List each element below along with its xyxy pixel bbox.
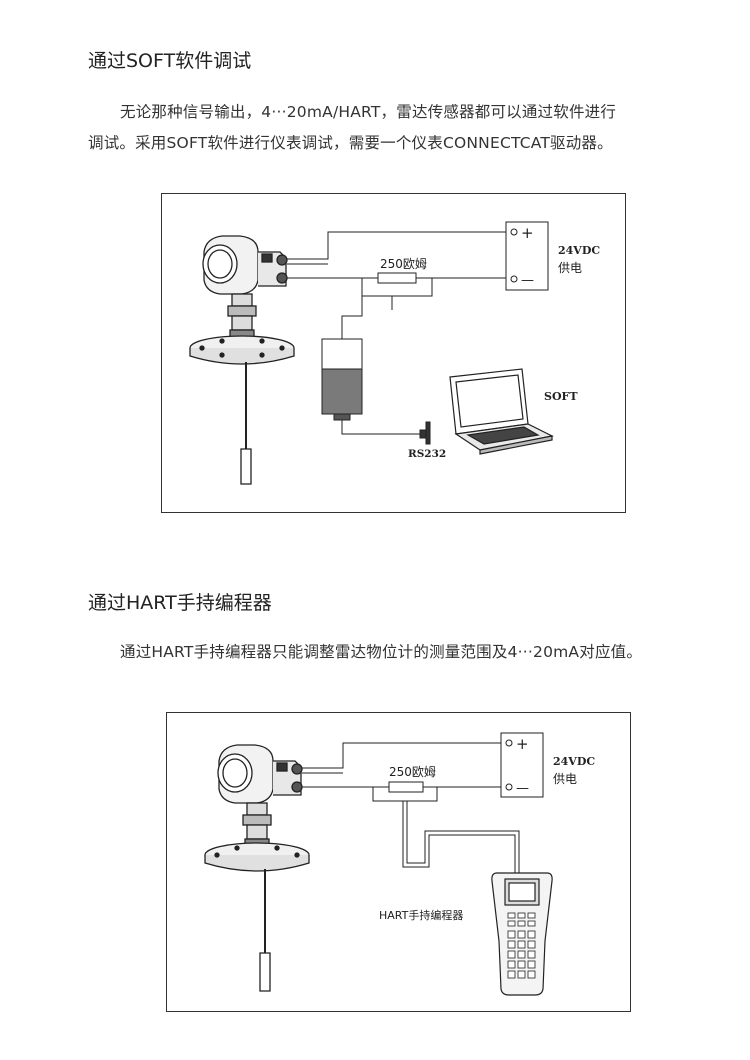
section-heading-soft: 通过SOFT软件调试 xyxy=(88,50,252,72)
plus-terminal-label: + xyxy=(521,224,534,242)
programmer-label: HART手持编程器 xyxy=(379,908,463,922)
hart-wiring-svg: 250欧姆 + — 24VDC 供电 HAR xyxy=(204,732,595,996)
section-heading-hart: 通过HART手持编程器 xyxy=(88,592,272,614)
loop-wiring xyxy=(287,231,509,435)
resistor-label: 250欧姆 xyxy=(389,765,436,779)
power-supply-label: 供电 xyxy=(553,772,577,786)
soft-wiring-svg: 250欧姆 + — 24VDC 供电 RS232 xyxy=(189,221,600,485)
connectcat-converter xyxy=(321,338,363,421)
software-label: SOFT xyxy=(544,390,578,403)
radar-level-transmitter xyxy=(204,744,310,992)
power-supply-label: 供电 xyxy=(558,261,582,275)
paragraph-soft-line1: 无论那种信号输出，4···20mA/HART，雷达传感器都可以通过软件进行 xyxy=(120,103,617,121)
resistor-label: 250欧姆 xyxy=(380,257,427,271)
power-voltage-label: 24VDC xyxy=(558,244,600,257)
radar-level-transmitter xyxy=(189,235,295,485)
hart-wiring-diagram: 250欧姆 + — 24VDC 供电 HAR xyxy=(166,712,631,1012)
loop-wiring xyxy=(302,742,520,873)
laptop-computer xyxy=(449,368,554,455)
rs232-label: RS232 xyxy=(408,448,446,460)
paragraph-hart: 通过HART手持编程器只能调整雷达物位计的测量范围及4···20mA对应值。 xyxy=(120,643,643,661)
hart-handheld-programmer xyxy=(491,872,553,996)
power-supply-box xyxy=(505,221,549,291)
paragraph-soft-line2: 调试。采用SOFT软件进行仪表调试，需要一个仪表CONNECTCAT驱动器。 xyxy=(88,134,613,152)
power-voltage-label: 24VDC xyxy=(553,755,595,768)
soft-wiring-diagram: 250欧姆 + — 24VDC 供电 RS232 xyxy=(161,193,626,513)
rs232-connector xyxy=(419,421,431,445)
minus-terminal-label: — xyxy=(516,781,529,796)
minus-terminal-label: — xyxy=(521,273,534,288)
power-supply-box xyxy=(500,732,544,798)
plus-terminal-label: + xyxy=(516,735,529,753)
